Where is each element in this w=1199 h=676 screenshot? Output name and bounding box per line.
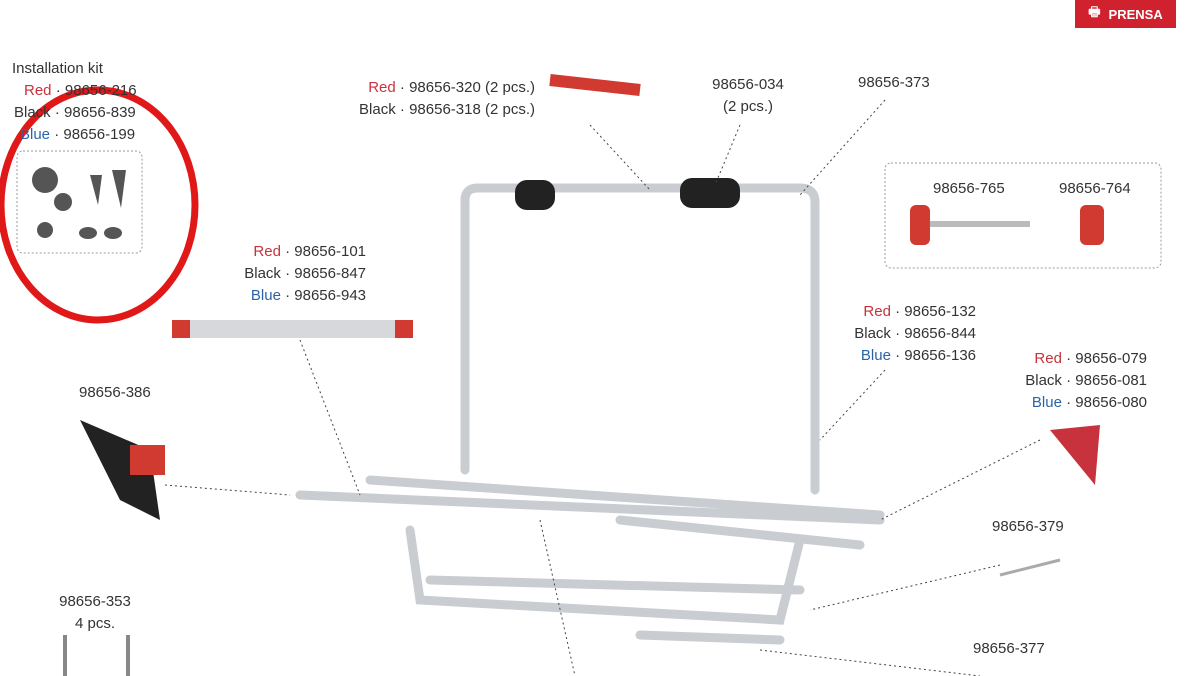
bracket-label: 98656-377: [973, 640, 1045, 657]
press-button[interactable]: 🖶PRENSA: [1075, 0, 1176, 28]
frame-label: 98656-373: [858, 74, 930, 91]
arm-label: Red · 98656-132 Black · 98656-844 Blue ·…: [854, 303, 976, 364]
strap-label: Red · 98656-320 (2 pcs.) Black · 98656-3…: [359, 79, 535, 118]
install-kit-label: Installation kit Red · 98656-216 Black ·…: [12, 60, 137, 143]
knob-short-label: 98656-764: [1059, 180, 1131, 197]
highlight-circle: [0, 86, 199, 324]
wheel-strap-label: 98656-386: [79, 384, 151, 401]
knob-long-label: 98656-765: [933, 180, 1005, 197]
rail-label: Red · 98656-101 Black · 98656-847 Blue ·…: [244, 243, 366, 304]
printer-icon: 🖶: [1088, 4, 1101, 19]
foam-label: 98656-034(2 pcs.): [712, 76, 784, 115]
pin-label: 98656-379: [992, 518, 1064, 535]
holder-label: Red · 98656-079 Black · 98656-081 Blue ·…: [1025, 350, 1147, 411]
